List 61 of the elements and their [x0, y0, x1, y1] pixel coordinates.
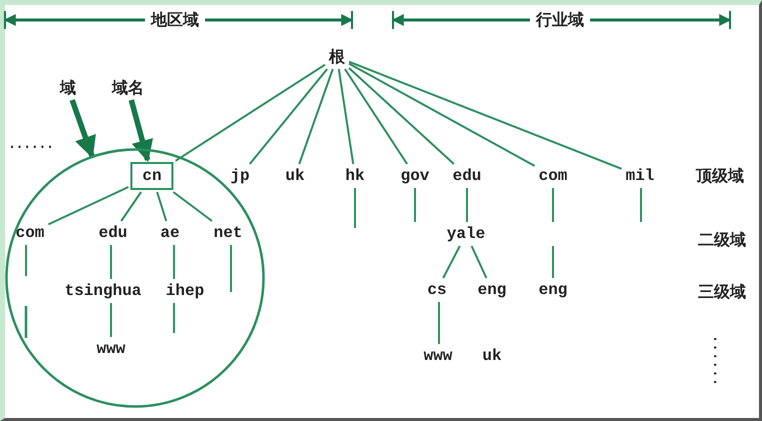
tree-line	[173, 245, 175, 279]
level-label: 三级域	[697, 282, 747, 302]
dimension-label: 行业域	[534, 10, 585, 30]
domain-label: eng	[536, 280, 570, 300]
tree-line	[640, 188, 642, 222]
tree-line	[338, 68, 354, 164]
domain-label: hk	[343, 166, 367, 186]
tree-line	[175, 64, 326, 162]
tree-line	[230, 245, 232, 292]
domain-circle	[5, 148, 265, 408]
ellipsis: ......	[708, 333, 728, 387]
domain-label: net	[212, 223, 244, 243]
tree-line	[173, 303, 175, 333]
tree-line	[438, 302, 440, 344]
node-label: 域	[58, 78, 78, 98]
domain-label: yale	[444, 224, 488, 244]
tree-line	[470, 246, 488, 278]
domain-label: com	[14, 223, 46, 243]
domain-label: ihep	[164, 281, 206, 301]
domain-label: ae	[158, 223, 182, 243]
tree-line	[172, 191, 213, 222]
tree-line	[249, 68, 328, 165]
tree-line	[354, 188, 356, 228]
node-label: 域名	[110, 78, 146, 98]
tree-line	[348, 60, 622, 170]
tree-line	[442, 246, 461, 278]
domain-label: com	[536, 166, 570, 186]
tree-line	[466, 188, 468, 222]
domain-label: www	[422, 346, 454, 366]
tree-line	[552, 246, 554, 278]
node-label: 根	[327, 47, 347, 67]
domain-label: eng	[476, 280, 508, 300]
tree-line	[552, 188, 554, 222]
tree-line	[156, 192, 168, 222]
tree-line	[48, 186, 129, 226]
domain-label: jp	[228, 166, 252, 186]
domain-box: cn	[130, 162, 174, 190]
domain-label: cs	[425, 280, 449, 300]
domain-label: uk	[283, 166, 307, 186]
dimension-label: 地区域	[150, 10, 200, 30]
domain-label: gov	[398, 166, 432, 186]
tree-line	[344, 68, 408, 165]
tree-line	[110, 245, 112, 279]
ellipsis: ......	[6, 134, 54, 154]
arrow	[128, 99, 154, 162]
domain-label: uk	[481, 346, 503, 366]
domain-label: mil	[624, 166, 656, 186]
tree-line	[348, 67, 455, 165]
arrow	[70, 99, 96, 158]
tree-line	[414, 188, 416, 222]
level-label: 二级域	[697, 230, 747, 250]
domain-label: edu	[96, 223, 130, 243]
domain-label: www	[94, 339, 128, 359]
tree-line	[298, 68, 334, 164]
level-label: 顶级域	[694, 166, 745, 186]
tree-line	[348, 62, 536, 167]
domain-label: edu	[450, 166, 484, 186]
tree-line	[25, 245, 27, 276]
domain-label: tsinghua	[62, 281, 144, 301]
tree-line	[110, 303, 112, 337]
tree-line	[120, 191, 142, 222]
